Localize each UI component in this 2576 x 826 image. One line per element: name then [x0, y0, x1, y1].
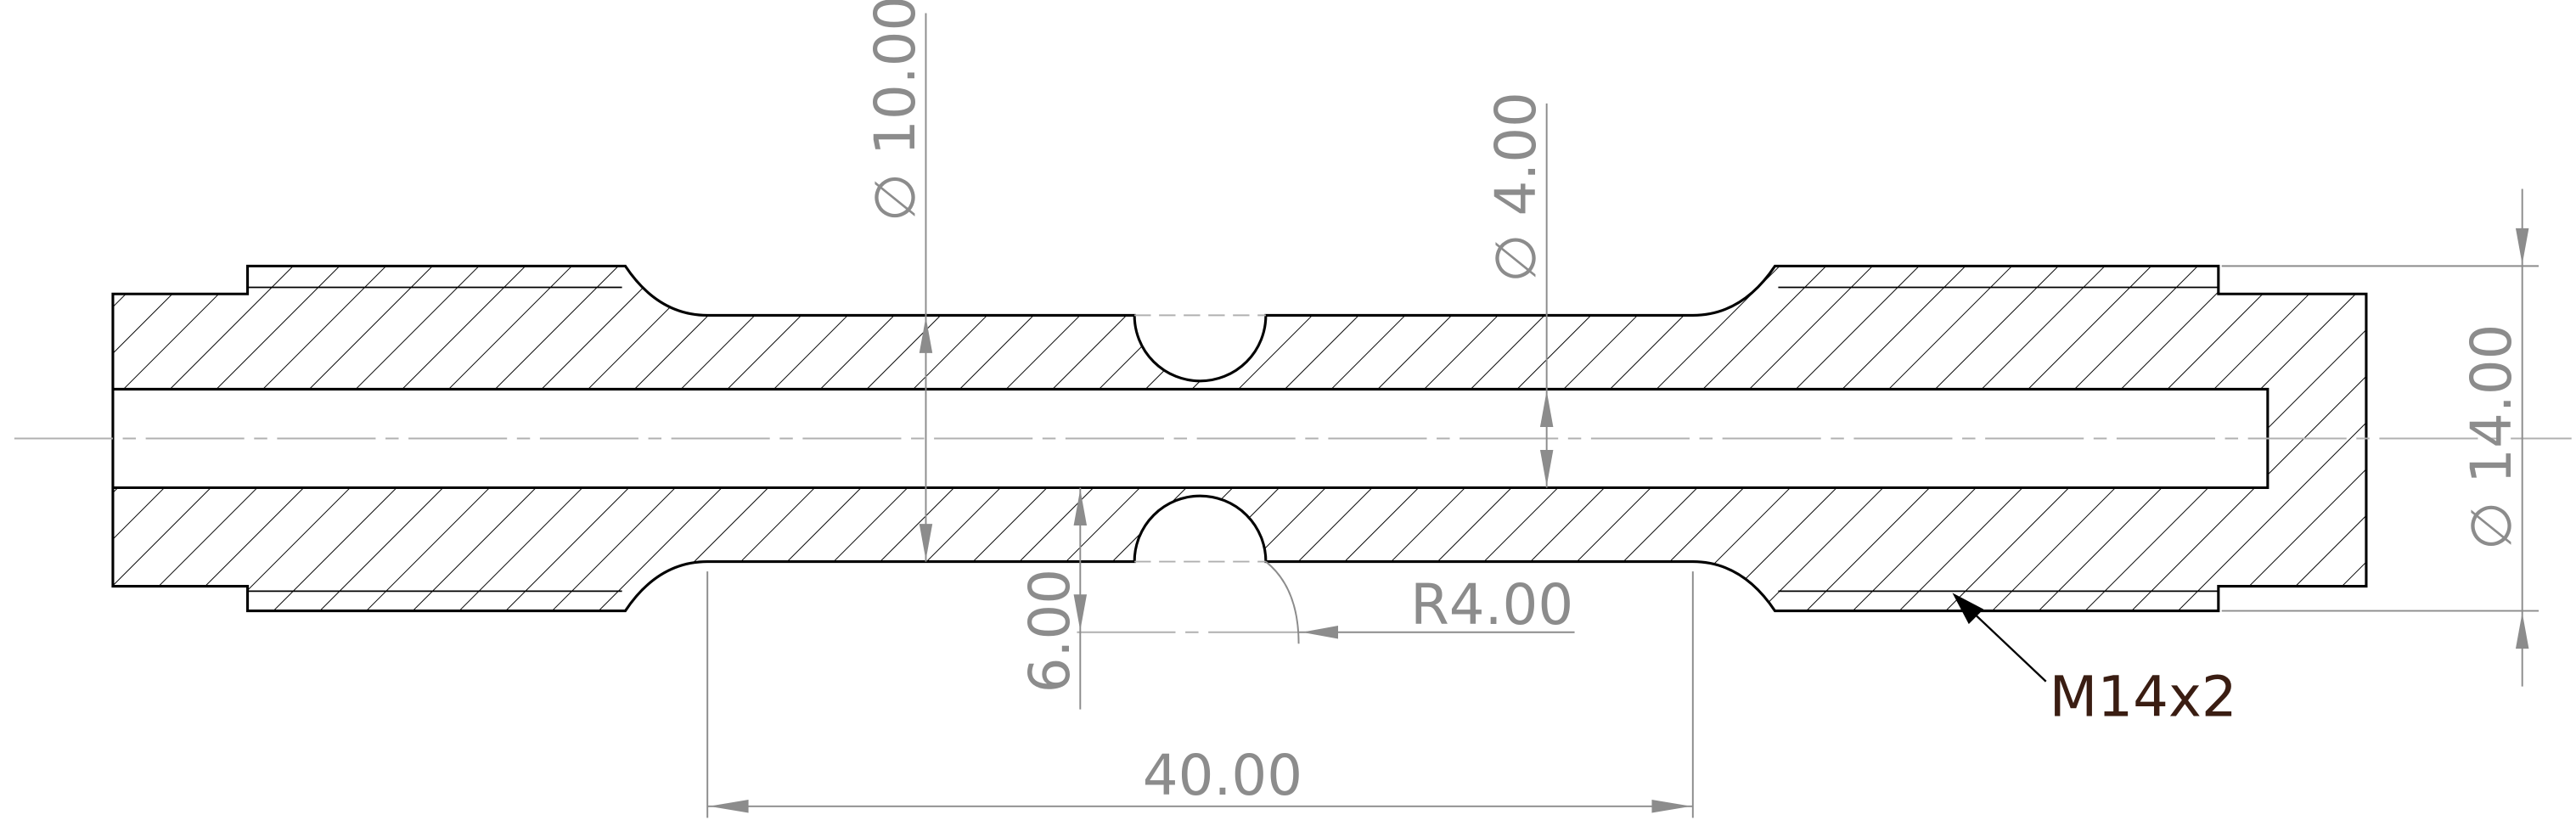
dimension-diameter-14: ∅ 14.00	[2459, 324, 2524, 550]
dimension-radius-4: R4.00	[1410, 572, 1573, 638]
dimension-diameter-10: ∅ 10.00	[863, 0, 928, 222]
thread-lines	[247, 286, 2219, 593]
dimension-diameter-4: ∅ 4.00	[1483, 92, 1549, 283]
dimension-length-40: 40.00	[1143, 743, 1302, 808]
dimension-depth-6: 6.00	[1017, 569, 1083, 693]
groove-center-marks	[1077, 314, 1299, 633]
dimension-lines	[706, 13, 2539, 818]
thread-callout-leader	[1952, 593, 2047, 683]
dimension-arrowheads	[709, 228, 2529, 813]
thread-callout-label: M14x2	[2050, 664, 2237, 729]
section-hatching	[112, 266, 2366, 611]
